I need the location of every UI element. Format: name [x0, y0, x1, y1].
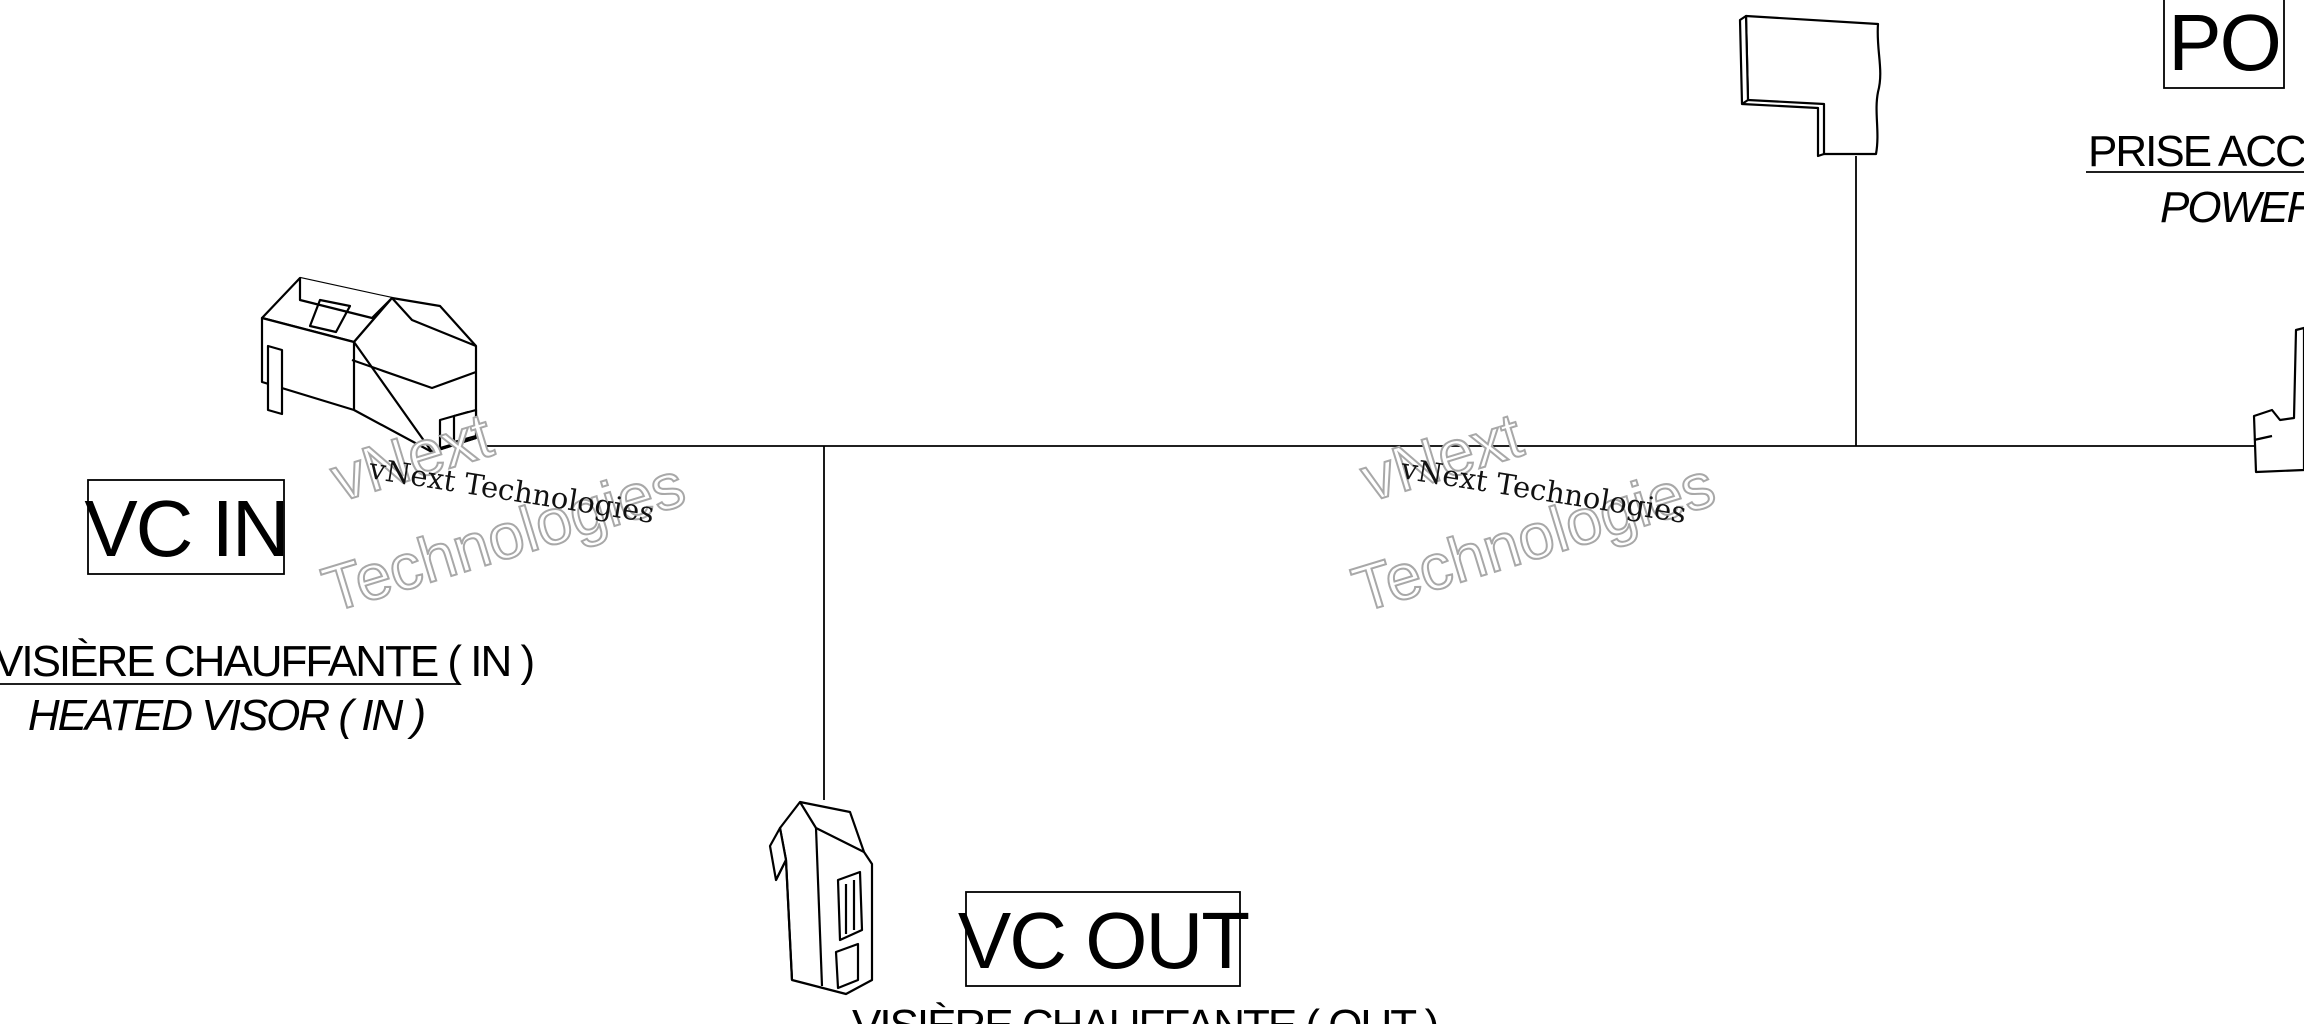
vc-out-code-box: [965, 891, 1241, 987]
power-outlet-connector-icon: [2252, 326, 2304, 474]
watermark-left: vNext Technologies vNext Technologies: [313, 398, 693, 627]
po-code: PO: [2168, 0, 2280, 87]
vc-in-label-en: HEATED VISOR ( IN ): [28, 691, 425, 740]
vc-out-connector-icon: [768, 800, 874, 996]
po-label-fr: PRISE ACCESS: [2088, 127, 2304, 176]
vc-in-code-box: [87, 479, 285, 575]
vc-out-code: VC OUT: [958, 896, 1249, 985]
vc-in-connector-icon: [260, 276, 478, 454]
po-code-box: [2163, 0, 2285, 89]
vc-in-code: VC IN: [84, 484, 287, 573]
vc-out-label-fr: VISIÈRE CHAUFFANTE ( OUT ): [852, 1001, 1437, 1024]
top-branch-connector-icon: [1738, 14, 1882, 158]
wire-harness: [480, 156, 2304, 800]
po-label-en: POWER OU: [2160, 183, 2304, 232]
watermark-center: vNext Technologies vNext Technologies: [1343, 398, 1723, 627]
vc-in-label-fr: VISIÈRE CHAUFFANTE ( IN ): [0, 637, 533, 686]
